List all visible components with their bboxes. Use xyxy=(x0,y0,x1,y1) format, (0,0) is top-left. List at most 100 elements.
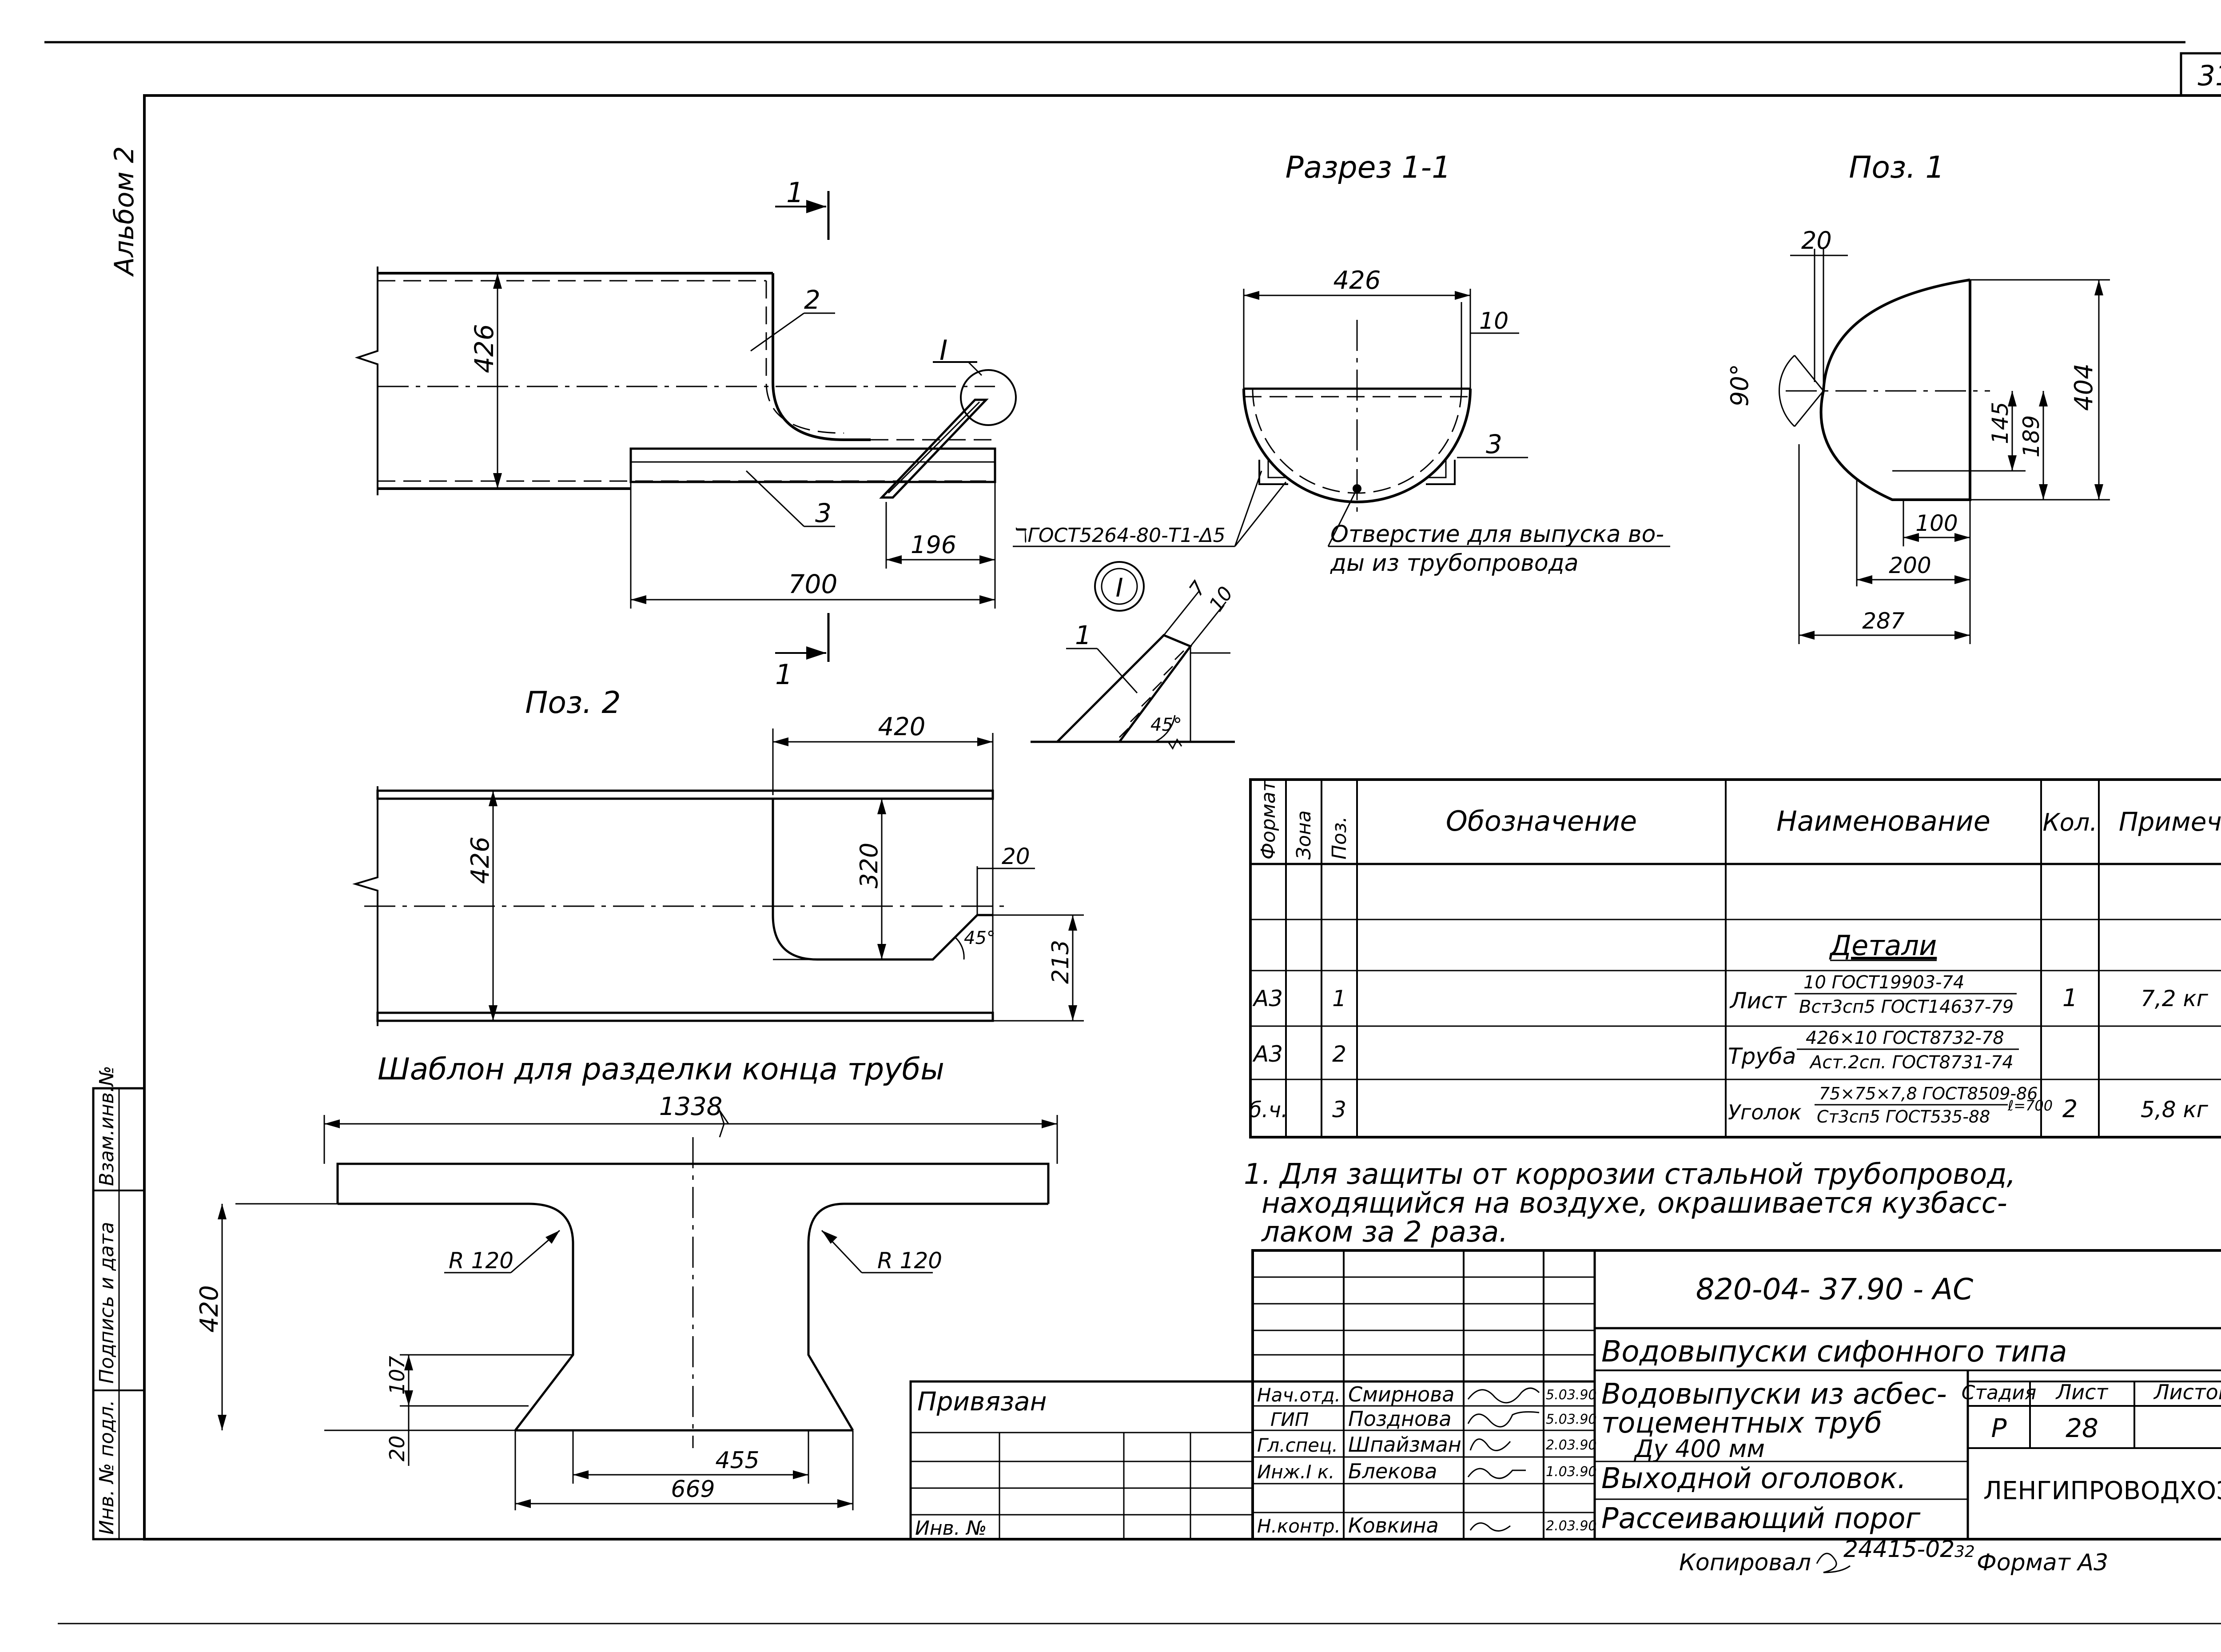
general-notes: 1. Для защиты от коррозии стальной трубо… xyxy=(1244,1158,2016,1249)
spec-header-format: Формат xyxy=(1257,780,1280,860)
privyazan-label: Привязан xyxy=(917,1386,1047,1417)
person-date-4: 1.03.90 xyxy=(1546,1464,1597,1480)
copy-number: 24415-02 xyxy=(1843,1536,1954,1563)
spec-row1-prefix: Лист xyxy=(1729,988,1787,1014)
spec-row1-qty: 1 xyxy=(2062,984,2078,1012)
spec-row3-note: 5,8 кг xyxy=(2141,1097,2209,1123)
pos-3-callout: 3 xyxy=(815,498,832,528)
person-name-3: Шпайзман xyxy=(1348,1433,1461,1457)
signature-row: Инж.I к. Блекова 1.03.90 xyxy=(1257,1459,1597,1483)
album-label: Альбом 2 xyxy=(109,146,140,277)
spec-header-designation: Обозначение xyxy=(1446,805,1637,837)
person-role-1: Нач.отд. xyxy=(1257,1384,1341,1406)
node-mark-label: I xyxy=(939,334,947,366)
pos1-dim-200: 200 xyxy=(1889,553,1931,578)
subtitle-line-1: Водовыпуски из асбес- xyxy=(1601,1378,1947,1411)
person-name-2: Позднова xyxy=(1348,1407,1452,1431)
spec-row3-top: 75×75×7,8 ГОСТ8509-86 xyxy=(1819,1084,2038,1103)
section-dim-426: 426 xyxy=(1333,266,1381,295)
spec-header-qty: Кол. xyxy=(2042,808,2097,836)
pos1-dim-404: 404 xyxy=(2070,363,2098,411)
specification-table: Формат Зона Поз. Обозначение Наименовани… xyxy=(1249,778,2221,1138)
sheet-value: 28 xyxy=(2066,1413,2098,1443)
template-radius-left: R 120 xyxy=(449,1248,513,1274)
person-role-2: ГИП xyxy=(1270,1409,1309,1430)
pos2-dim-426: 426 xyxy=(466,836,495,884)
sheet-title-line-2: Рассеивающий порог xyxy=(1601,1502,1921,1535)
stage-value: Р xyxy=(1991,1413,2007,1443)
pos1-dim-189: 189 xyxy=(2018,415,2044,458)
spec-row2-format: А3 xyxy=(1252,1041,1283,1067)
spec-section-title: Детали xyxy=(1829,929,1937,962)
pos2-dim-213: 213 xyxy=(1047,940,1074,984)
inv-no-label: Инв. № xyxy=(915,1517,987,1540)
person-role-5: Н.контр. xyxy=(1257,1515,1341,1537)
node-angle: 45° xyxy=(1150,715,1182,735)
person-name-4: Блекова xyxy=(1348,1459,1437,1483)
spec-row: А3 2 Труба 426×10 ГОСТ8732-78 Аст.2сп. Г… xyxy=(1252,1028,2019,1073)
spec-row3-pos: 3 xyxy=(1332,1097,1346,1123)
person-role-4: Инж.I к. xyxy=(1257,1461,1335,1483)
signature-row: ГИП Позднова 5.03.90 xyxy=(1270,1407,1597,1431)
section-mark-top: 1 xyxy=(786,176,804,209)
spec-row1-note: 7,2 кг xyxy=(2141,986,2209,1011)
stage-label: Стадия xyxy=(1962,1381,2037,1404)
node-I-detail: I 7 10 1 45° xyxy=(1031,561,1238,750)
page-number: 31 xyxy=(2198,60,2221,92)
pos-2-callout: 2 xyxy=(804,285,820,315)
subtitle-line-2: тоцементных труб xyxy=(1601,1407,1882,1440)
person-name-1: Смирнова xyxy=(1348,1382,1454,1406)
spec-row2-bottom: Аст.2сп. ГОСТ8731-74 xyxy=(1809,1052,2014,1073)
main-view: 1 1 I 2 3 xyxy=(354,176,1235,691)
spec-row3-format: б.ч. xyxy=(1249,1098,1288,1123)
format-label: Формат А3 xyxy=(1977,1549,2108,1576)
side-sign-date: Подпись и дата xyxy=(96,1222,118,1384)
pos2-dim-420: 420 xyxy=(878,713,926,741)
weld-note: ℸГОСТ5264-80-Т1-Δ5 xyxy=(1015,524,1226,547)
hole-note-line2: ды из трубопровода xyxy=(1330,550,1579,577)
spec-row3-bottom: Ст3сп5 ГОСТ535-88 xyxy=(1817,1107,1990,1127)
spec-row2-pos: 2 xyxy=(1332,1041,1346,1067)
pos1-angle: 90° xyxy=(1726,364,1754,406)
template-title: Шаблон для разделки конца трубы xyxy=(378,1052,944,1087)
spec-header-note: Примеч. xyxy=(2119,807,2221,837)
pos1-dim-287: 287 xyxy=(1862,608,1905,634)
person-date-5: 2.03.90 xyxy=(1546,1518,1597,1534)
side-inv-orig: Инв. № подл. xyxy=(96,1400,118,1535)
template-dim-20: 20 xyxy=(385,1435,409,1461)
project-title: Водовыпуски сифонного типа xyxy=(1601,1334,2067,1369)
sheet-label: Лист xyxy=(2055,1380,2109,1404)
pos1-dim-100: 100 xyxy=(1915,510,1958,536)
spec-row1-format: А3 xyxy=(1252,986,1283,1011)
section-1-1: Разрез 1-1 426 10 3 Отверстие xyxy=(1234,150,1670,577)
template-dim-420: 420 xyxy=(195,1285,224,1333)
spec-row2-prefix: Труба xyxy=(1728,1043,1796,1069)
pos2-dim-20: 20 xyxy=(1002,844,1030,869)
note-line-2: находящийся на воздухе, окрашивается куз… xyxy=(1262,1187,2007,1220)
node-dim-10: 10 xyxy=(1205,582,1238,616)
spec-row: б.ч. 3 Уголок 75×75×7,8 ГОСТ8509-86 Ст3с… xyxy=(1249,1084,2209,1127)
drawing-code: 820-04- 37.90 - АС xyxy=(1696,1272,1974,1306)
side-inv-replace: Взам.инв.№ xyxy=(96,1066,118,1186)
main-dim-700: 700 xyxy=(788,569,838,599)
title-block: Привязан Инв. № Нач.отд. Смирнова 5.03.9… xyxy=(909,1249,2221,1541)
template-radius-right: R 120 xyxy=(877,1248,942,1274)
pos-1-title: Поз. 1 xyxy=(1849,150,1944,185)
node-dim-7: 7 xyxy=(1185,577,1210,600)
spec-row1-top: 10 ГОСТ19903-74 xyxy=(1803,972,1964,993)
node-pos-1: 1 xyxy=(1075,620,1091,650)
template-dim-1338: 1338 xyxy=(659,1092,723,1121)
person-date-3: 2.03.90 xyxy=(1546,1437,1597,1453)
signature-row: Гл.спец. Шпайзман 2.03.90 xyxy=(1257,1433,1597,1457)
pos1-dim-145: 145 xyxy=(1987,402,2013,444)
template-dim-669: 669 xyxy=(671,1476,715,1503)
pos2-angle: 45° xyxy=(964,928,995,948)
section-pos-3: 3 xyxy=(1486,429,1502,459)
person-role-3: Гл.спец. xyxy=(1257,1434,1338,1456)
hole-note-line1: Отверстие для выпуска во- xyxy=(1330,521,1664,548)
copy-suffix: 32 xyxy=(1954,1543,1975,1561)
organization: ЛЕНГИПРОВОДХОЗ xyxy=(1983,1477,2221,1505)
person-date-2: 5.03.90 xyxy=(1546,1412,1597,1427)
pos1-dim-20: 20 xyxy=(1801,227,1832,255)
